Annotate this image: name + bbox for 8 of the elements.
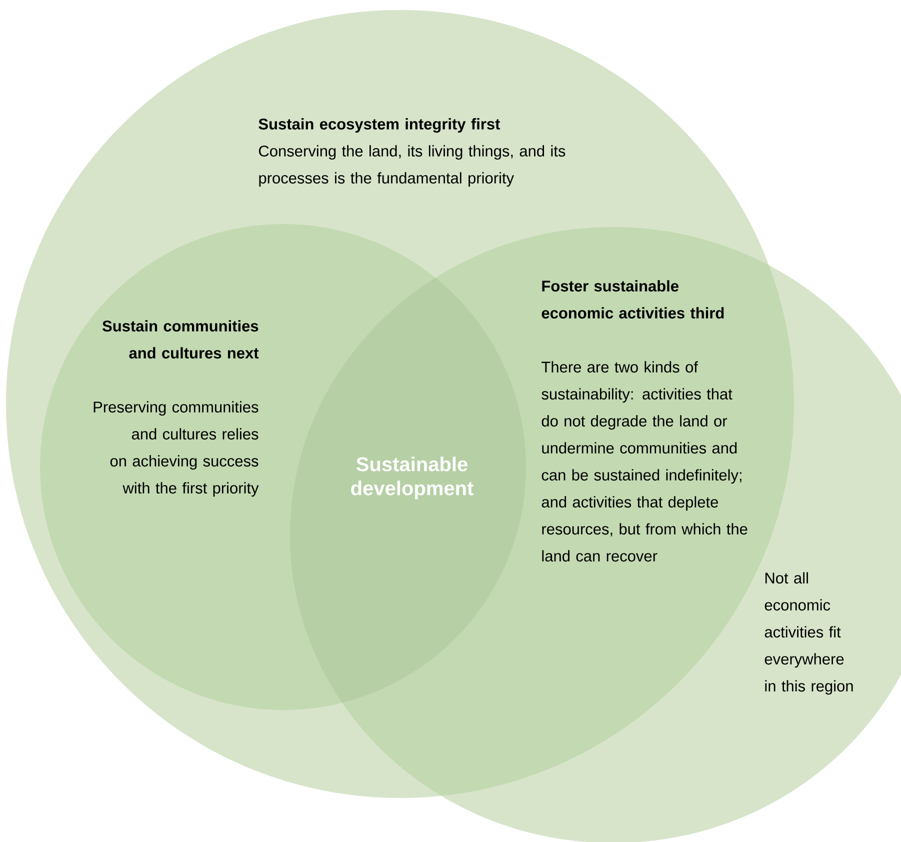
center-label: Sustainable development — [351, 456, 474, 500]
body-text: Preserving communities and cultures relies on achieving success with the first priority — [94, 401, 259, 497]
heading: Foster sustainable economic activities third — [542, 280, 724, 319]
body-text: Not all economic activities fit everywhere in this region — [764, 572, 853, 695]
body-text: There are two kinds of sustainability: activities that do not degrade the land or undermine communities and can be sustained indefinitely; and activities that deplete resources, but from which the land can recover — [542, 361, 748, 562]
body-text: Conserving the land, its living things, and its processes is the fundamental priority — [259, 145, 566, 187]
heading: Sustain ecosystem integrity first — [258, 118, 500, 133]
heading: Sustain communities and cultures next — [102, 320, 259, 359]
